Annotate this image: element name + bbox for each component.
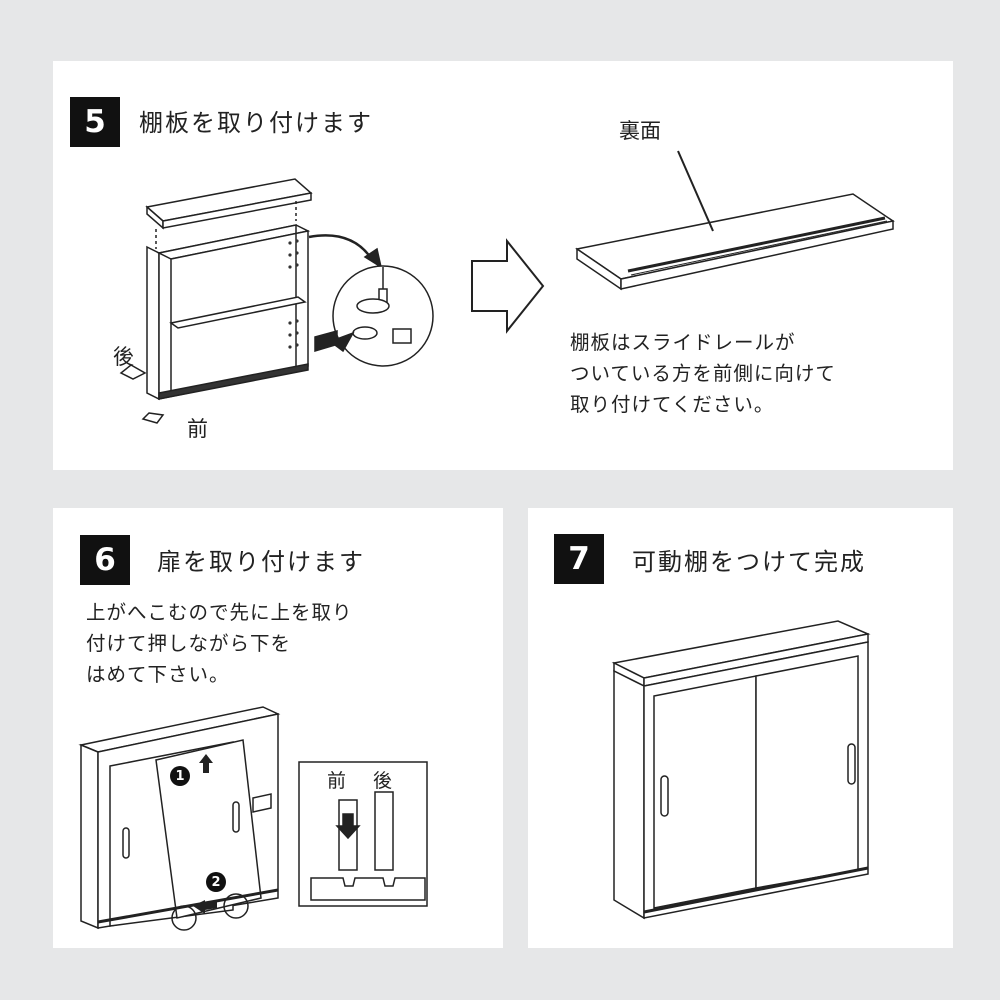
cabinet-shelf-assembly-illustration <box>119 150 895 424</box>
step-7-panel: 7 可動棚をつけて完成 <box>528 508 953 948</box>
door-installation-illustration <box>78 706 428 931</box>
back-label: 後 <box>113 345 134 369</box>
step-number-badge: 5 <box>70 97 120 147</box>
step-number-badge: 7 <box>554 534 604 584</box>
front-label: 前 <box>187 417 208 441</box>
step-title: 棚板を取り付けます <box>139 109 373 137</box>
step-6-instructions: 上がへこむので先に上を取り 付けて押しながら下を はめて下さい。 <box>86 601 353 686</box>
reverse-side-label: 裏面 <box>619 119 661 143</box>
step-6-panel: 6 扉を取り付けます 上がへこむので先に上を取り 付けて押しながら下を はめて下… <box>53 508 503 948</box>
step-title: 扉を取り付けます <box>157 548 365 576</box>
step-marker-2: 2 <box>206 872 226 892</box>
step-title: 可動棚をつけて完成 <box>632 548 866 576</box>
step-5-instructions: 棚板はスライドレールが ついている方を前側に向けて 取り付けてください。 <box>570 331 836 416</box>
step-number-badge: 6 <box>80 535 130 585</box>
completed-cabinet-illustration <box>611 620 871 920</box>
step-5-panel: 5 棚板を取り付けます <box>53 61 953 470</box>
back-label: 後 <box>373 770 393 792</box>
step-marker-1: 1 <box>170 766 190 786</box>
front-label: 前 <box>327 770 347 792</box>
